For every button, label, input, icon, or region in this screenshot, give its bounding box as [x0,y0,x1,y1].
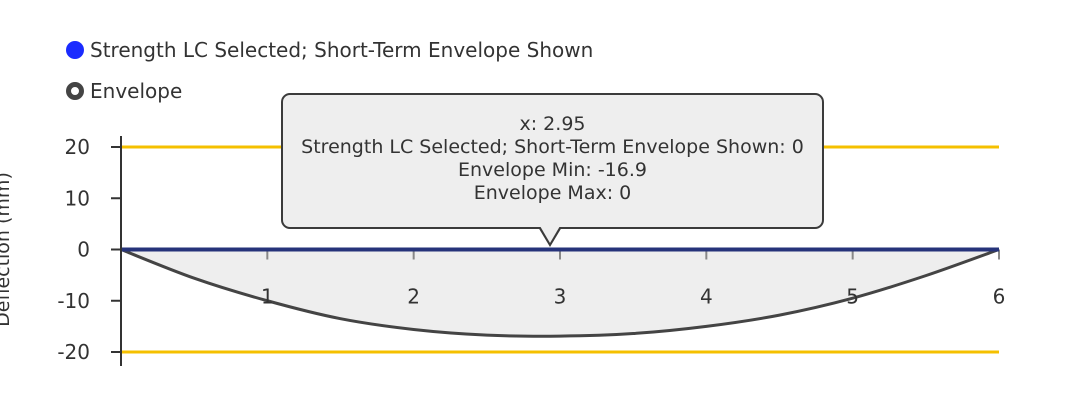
legend-label-envelope: Envelope [90,79,183,103]
y-tick-label-20: 20 [65,135,90,159]
x-tick-label-6: 6 [993,285,1006,309]
tooltip-series-value: Strength LC Selected; Short-Term Envelop… [301,136,804,158]
tooltip-pointer-fill [540,226,560,243]
legend-item-strength-lc[interactable]: Strength LC Selected; Short-Term Envelop… [66,36,593,64]
y-tick-label--10: -10 [57,289,90,313]
y-axis-title: Deflection (mm) [0,172,14,327]
chart-legend: Strength LC Selected; Short-Term Envelop… [66,36,593,118]
chart-tooltip: x: 2.95 Strength LC Selected; Short-Term… [281,93,824,229]
y-tick-label-0: 0 [77,238,90,262]
y-tick-label-10: 10 [65,186,90,210]
tooltip-envelope-min: Envelope Min: -16.9 [458,159,647,181]
x-tick-label-4: 4 [700,285,713,309]
legend-marker-envelope [66,82,84,100]
legend-label-strength-lc: Strength LC Selected; Short-Term Envelop… [90,38,594,62]
tooltip-x-value: x: 2.95 [519,113,586,135]
legend-item-envelope[interactable]: Envelope [66,77,593,105]
legend-marker-strength-lc [66,41,84,59]
x-tick-label-2: 2 [407,285,420,309]
x-tick-label-1: 1 [261,285,274,309]
envelope-min-line [120,248,1000,338]
x-tick-label-3: 3 [554,285,567,309]
tooltip-envelope-max: Envelope Max: 0 [473,182,632,204]
x-tick-label-5: 5 [846,285,859,309]
y-tick-label--20: -20 [57,340,90,364]
